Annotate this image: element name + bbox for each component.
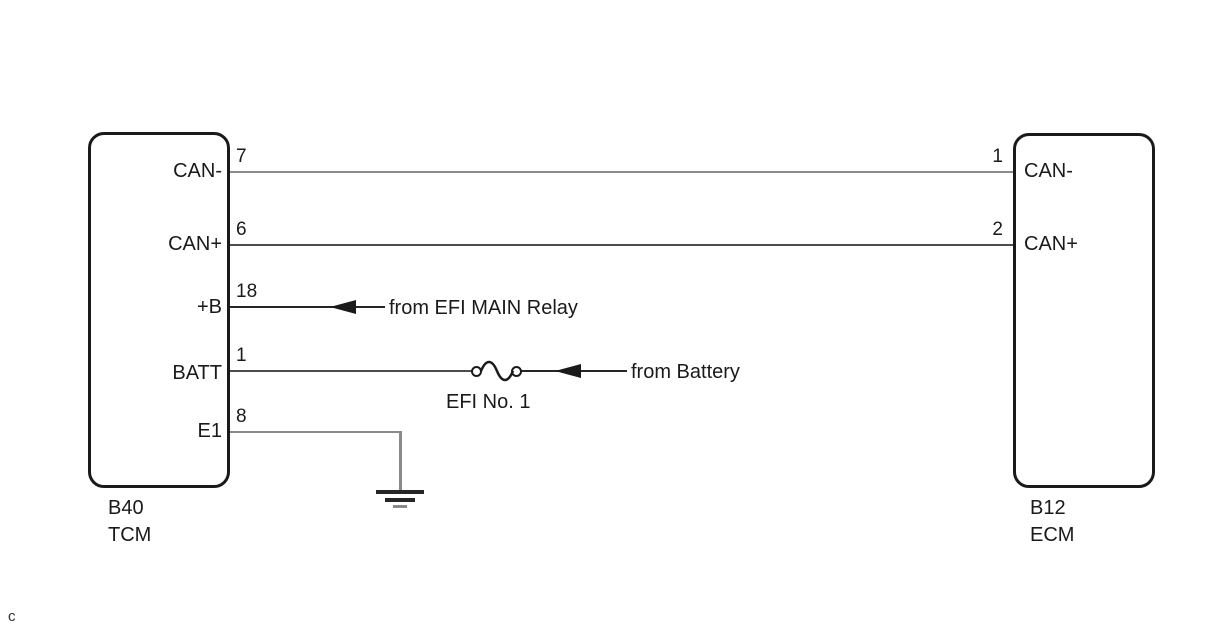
wire-e1 xyxy=(229,431,402,433)
tcm-connector-box xyxy=(88,132,230,488)
tcm-pin-label-can-plus: CAN+ xyxy=(168,233,222,255)
annotation-from-battery: from Battery xyxy=(631,361,740,383)
annotation-from-efi-main-relay: from EFI MAIN Relay xyxy=(389,297,578,319)
tcm-pin-number-batt: 1 xyxy=(236,345,247,366)
tcm-connector-code: B40 xyxy=(108,497,144,519)
tcm-pin-label-plus-b: +B xyxy=(196,296,222,318)
ecm-connector-code: B12 xyxy=(1030,497,1066,519)
arrowhead-left-icon xyxy=(330,300,356,314)
tcm-pin-number-e1: 8 xyxy=(236,406,247,427)
wire-e1-vertical xyxy=(399,431,402,491)
ecm-connector-name: ECM xyxy=(1030,524,1075,546)
ecm-pin-number-can-minus: 1 xyxy=(992,146,1003,167)
footnote-marker: c xyxy=(8,608,16,625)
ecm-pin-number-can-plus: 2 xyxy=(992,219,1003,240)
ecm-pin-label-can-plus: CAN+ xyxy=(1024,233,1078,255)
tcm-pin-label-e1: E1 xyxy=(197,420,222,442)
wire-can-minus xyxy=(229,171,1013,173)
arrowhead-left-icon xyxy=(555,364,581,378)
wire-can-plus xyxy=(229,244,1013,246)
wire-plus-b xyxy=(229,306,385,308)
wire-batt-left-segment xyxy=(229,370,473,372)
tcm-pin-label-can-minus: CAN- xyxy=(173,160,222,182)
fuse-wave-icon xyxy=(480,360,514,382)
fuse-name-label: EFI No. 1 xyxy=(446,391,531,413)
tcm-pin-number-can-plus: 6 xyxy=(236,219,247,240)
tcm-pin-number-plus-b: 18 xyxy=(236,281,258,302)
tcm-connector-name: TCM xyxy=(108,524,152,546)
ecm-connector-box xyxy=(1013,133,1155,488)
fuse-terminal-left-icon xyxy=(471,366,482,377)
ecm-pin-label-can-minus: CAN- xyxy=(1024,160,1073,182)
tcm-pin-number-can-minus: 7 xyxy=(236,146,247,167)
tcm-pin-label-batt: BATT xyxy=(172,362,222,384)
